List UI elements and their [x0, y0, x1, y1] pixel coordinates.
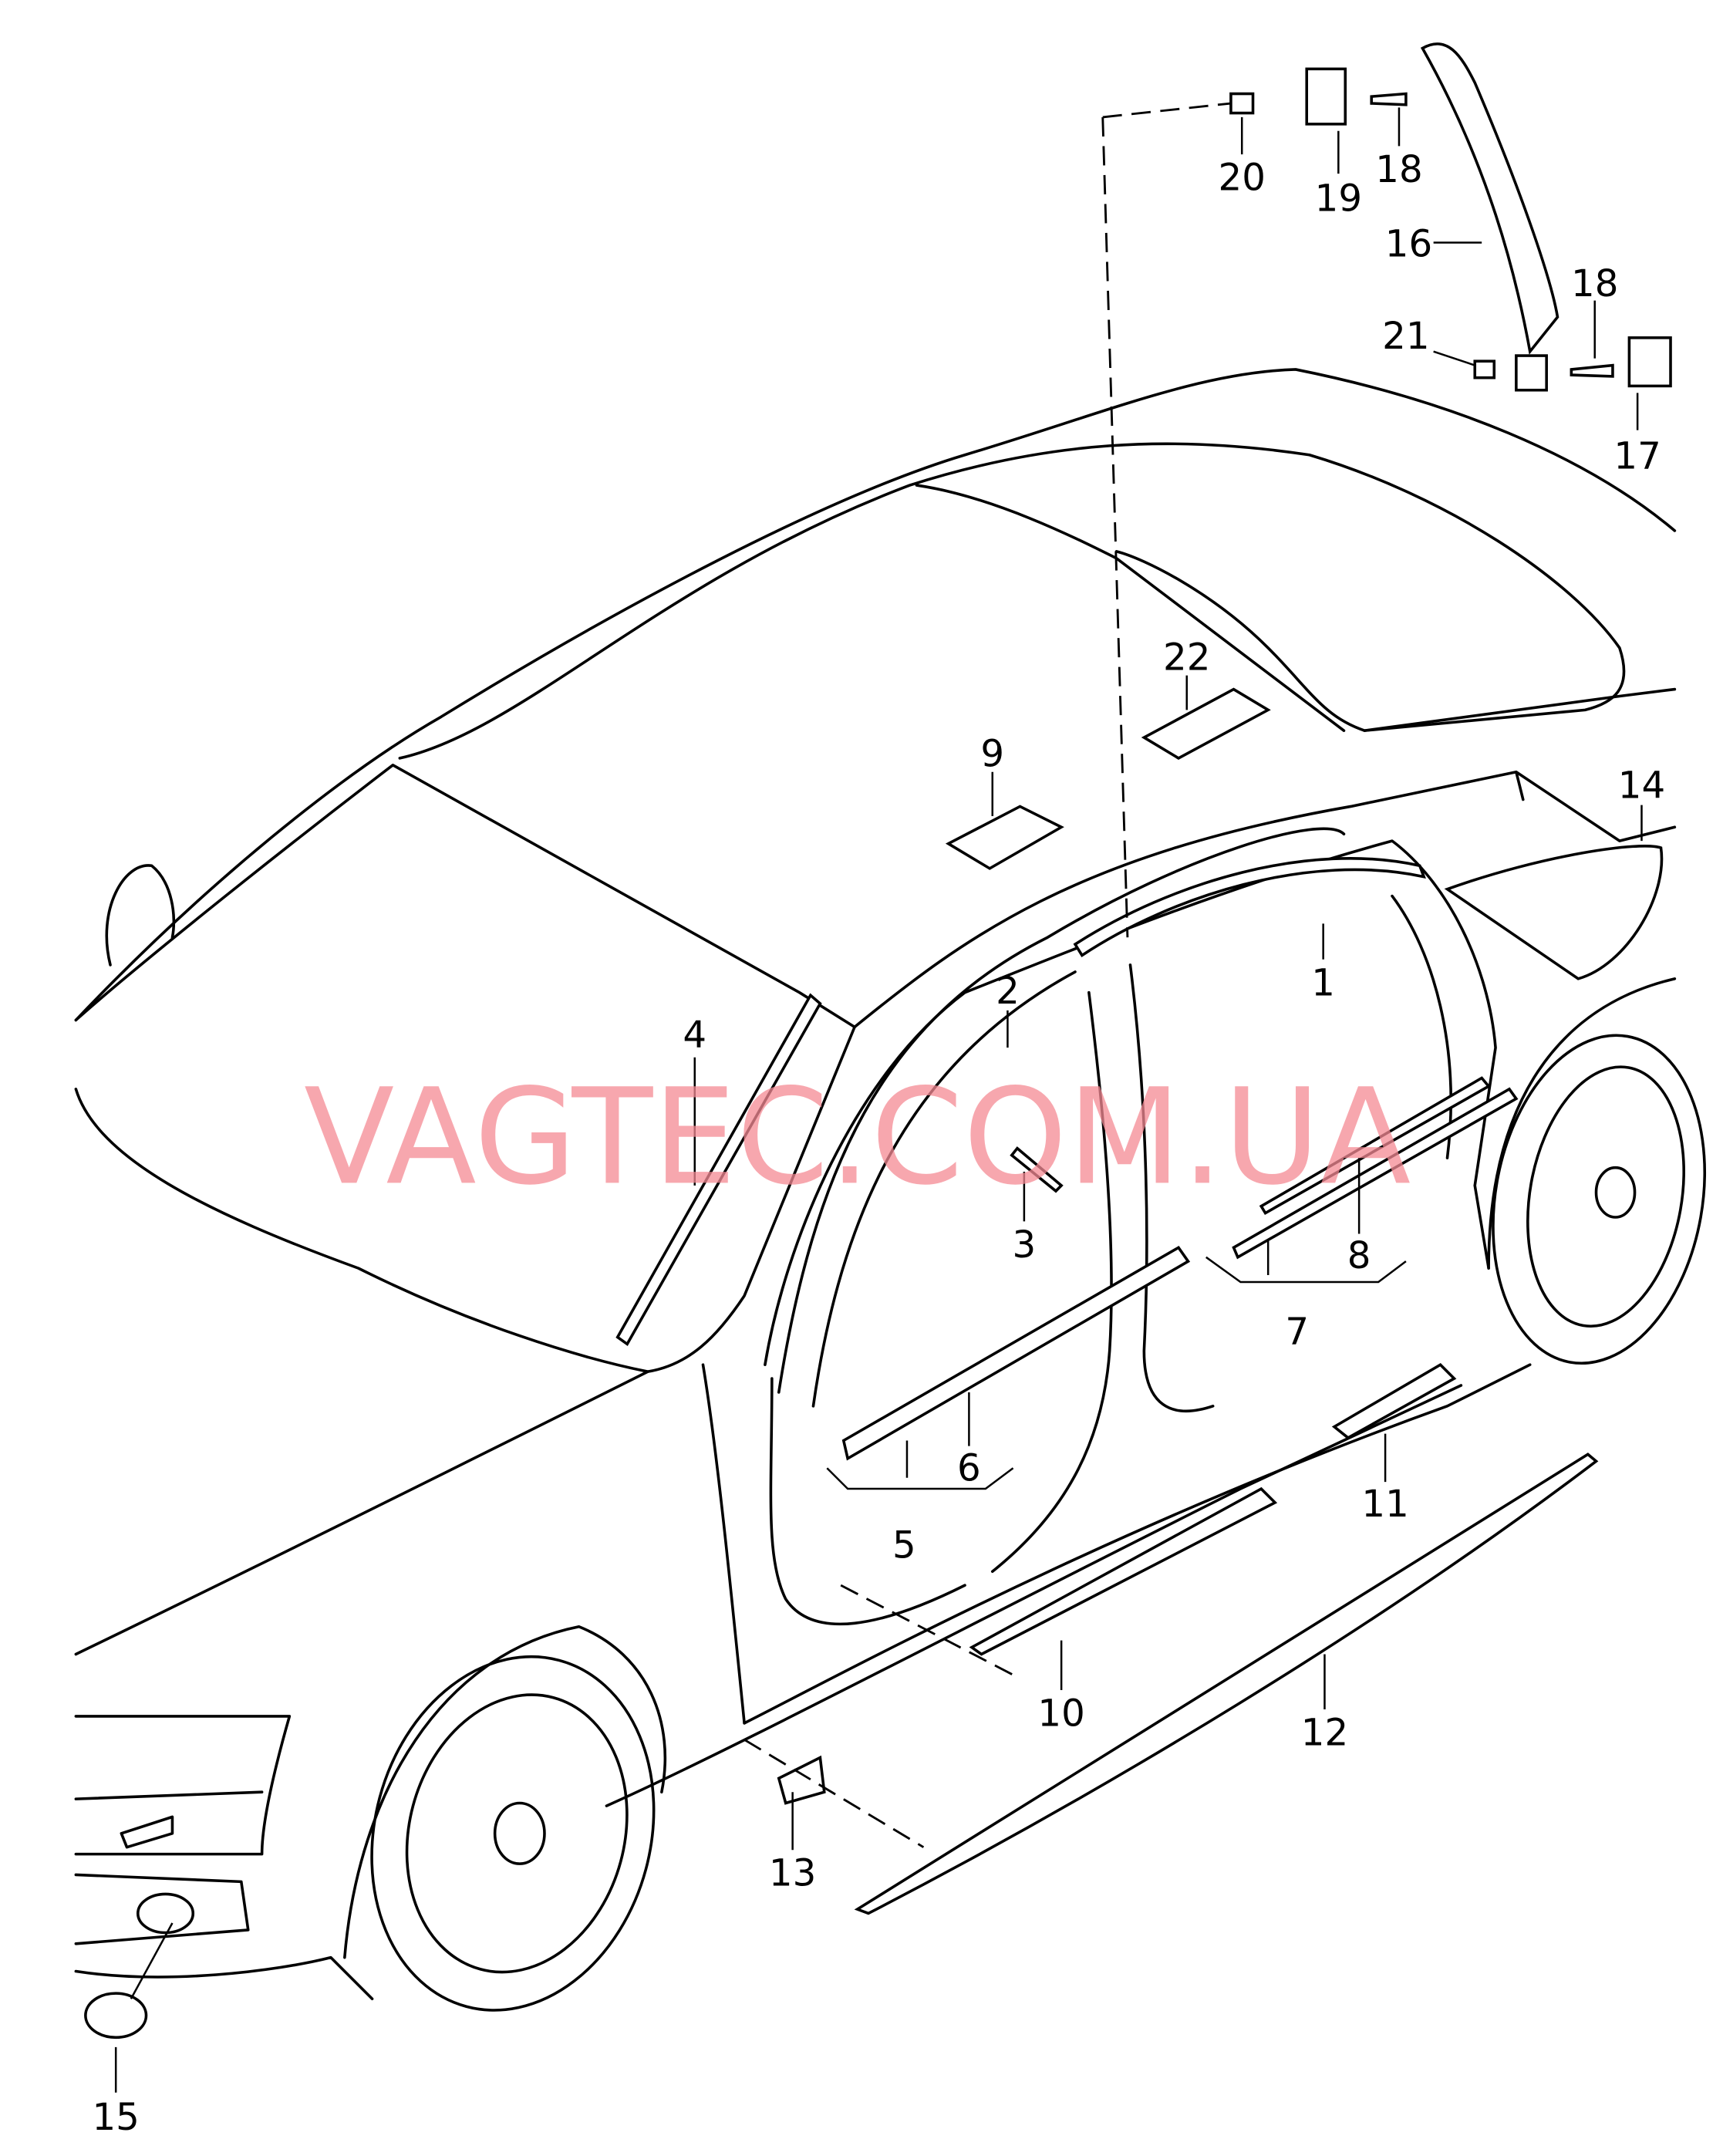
part-8-door-strip — [1232, 1087, 1519, 1260]
part-21-clip — [1473, 359, 1496, 380]
part-2-door-frame-trim — [777, 827, 1346, 1408]
leader-lines — [114, 102, 1643, 2093]
callout-8: 8 — [1347, 1234, 1371, 1277]
callout-18: 18 — [1571, 262, 1618, 305]
part-15-cover — [84, 1992, 148, 2040]
watermark: VAGTEC.COM.UA — [304, 1061, 1411, 1214]
callout-2: 2 — [996, 970, 1020, 1013]
part-18-screw — [1370, 92, 1408, 106]
part-3-clip — [1010, 1146, 1064, 1193]
part-21-bracket — [1515, 354, 1548, 392]
part-14-quarter-window-seal — [1444, 845, 1664, 980]
part-9-bracket — [945, 805, 1064, 870]
callout-22: 22 — [1163, 636, 1210, 680]
part-13-clip — [777, 1755, 826, 1805]
callout-18: 18 — [1375, 148, 1422, 191]
part-10-sill-plate — [969, 1486, 1278, 1656]
callout-7: 7 — [1285, 1310, 1309, 1353]
callout-12: 12 — [1301, 1711, 1348, 1754]
part-8b-door-strip — [1259, 1076, 1491, 1216]
part-16-pillar-trim — [1420, 42, 1559, 355]
part-20-clip — [1229, 92, 1255, 115]
parts — [84, 42, 1672, 2040]
callout-10: 10 — [1037, 1692, 1084, 1735]
part-6-door-strip — [841, 1245, 1191, 1461]
callout-3: 3 — [1013, 1223, 1037, 1267]
callout-20: 20 — [1219, 157, 1266, 200]
callout-21: 21 — [1382, 315, 1429, 358]
callout-5: 5 — [892, 1523, 916, 1567]
callout-19: 19 — [1315, 177, 1362, 220]
callout-15: 15 — [92, 2096, 139, 2139]
part-11-sill-plate — [1331, 1362, 1457, 1440]
callout-9: 9 — [980, 733, 1004, 776]
callout-labels: 20 19 18 16 18 21 17 22 9 14 1 2 4 3 8 7… — [92, 148, 1665, 2139]
part-18b-screw — [1570, 363, 1614, 378]
part-19-bracket — [1305, 67, 1347, 126]
part-22-bracket — [1141, 687, 1271, 760]
part-1-roof-trim — [1073, 857, 1426, 957]
callout-13: 13 — [769, 1852, 816, 1895]
callout-1: 1 — [1311, 961, 1335, 1004]
callout-17: 17 — [1613, 435, 1661, 478]
callout-11: 11 — [1361, 1483, 1408, 1526]
callout-14: 14 — [1618, 764, 1665, 808]
callout-16: 16 — [1385, 222, 1432, 265]
part-12-side-sill — [854, 1453, 1599, 1915]
callout-6: 6 — [957, 1446, 981, 1490]
part-4-windshield-trim — [615, 993, 822, 1347]
callout-4: 4 — [683, 1014, 706, 1057]
part-17-cover — [1627, 336, 1672, 388]
